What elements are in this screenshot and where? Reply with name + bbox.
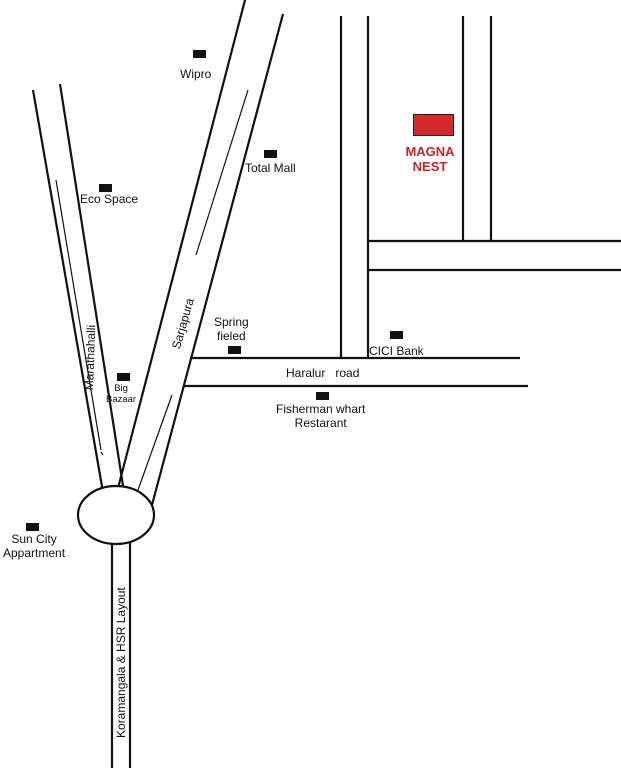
sun-city-line1: Sun City [11,532,57,546]
roundabout-junction [76,484,156,546]
eco-space-label: Eco Space [80,192,139,206]
sun-city-marker-icon [26,523,39,531]
fisherman-line1: Fisherman whart [276,402,366,416]
total-mall-label: Total Mall [245,161,296,175]
marathahalli-road-median [55,179,102,451]
marathahalli-road-label: Marathahalli [82,324,99,391]
median-tick [100,451,104,456]
magna-nest-label: MAGNA NEST [392,144,468,174]
fisherman-line2: Restarant [294,416,347,430]
sarjapura-road-median [195,89,249,256]
magna-nest-line2: NEST [412,159,448,174]
fisherman-marker-icon [316,392,329,400]
total-mall-marker-icon [264,150,277,158]
big-bazaar-marker-icon [117,373,130,381]
sarjapura-road-edge-right [150,13,285,506]
spring-field-marker-icon [228,346,241,354]
haralur-road-label: Haralur road [286,366,360,380]
sun-city-label: Sun City Appartment [3,532,65,560]
marathahalli-road-edge-right [58,83,126,493]
big-bazaar-line2: Bazaar [106,394,137,405]
cici-bank-marker-icon [390,331,403,339]
big-bazaar-label: Big Bazaar [106,383,136,405]
koramangala-road-label: Koramangala & HSR Layout [114,587,128,738]
marathahalli-road-edge-left [31,89,106,499]
magna-nest-marker-icon [413,114,454,136]
spring-field-line1: Spring [214,315,249,329]
cici-bank-label: CICI Bank [369,344,424,358]
magna-nest-line1: MAGNA [405,144,455,159]
fisherman-label: Fisherman whart Restarant [276,402,365,430]
wipro-marker-icon [193,50,206,58]
big-bazaar-line1: Big [114,383,128,394]
sarjapura-road-edge-left [115,0,247,493]
spring-field-line2: fieled [217,329,246,343]
eco-space-marker-icon [99,184,112,192]
sun-city-line2: Appartment [3,546,66,560]
wipro-label: Wipro [180,67,212,81]
sarjapura-road-median-lower [137,394,173,491]
spring-field-label: Spring fieled [214,315,249,343]
